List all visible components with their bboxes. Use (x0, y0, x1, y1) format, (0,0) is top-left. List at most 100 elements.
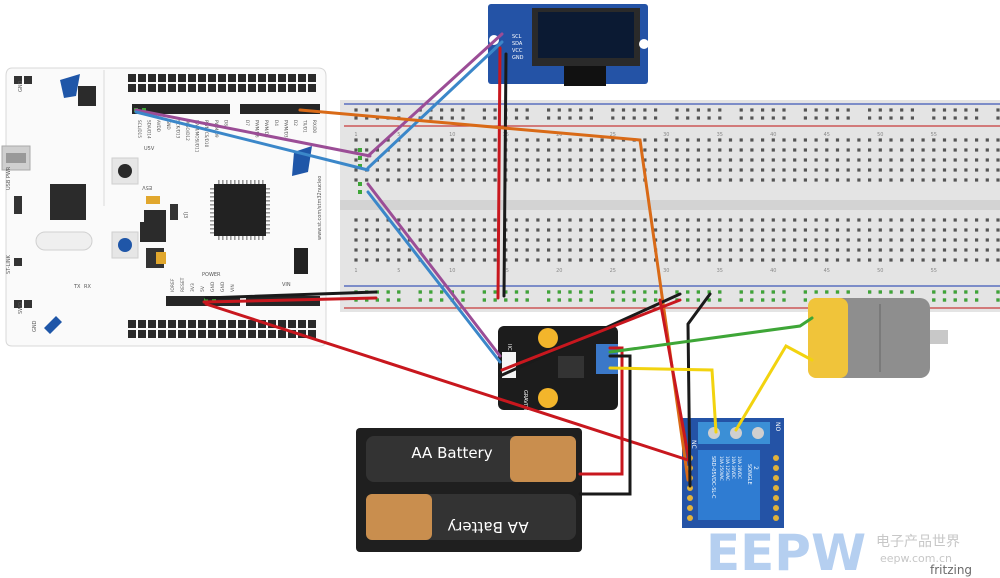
breadboard-hole[interactable] (375, 178, 379, 182)
breadboard-hole[interactable] (536, 248, 540, 252)
breadboard-hole[interactable] (985, 168, 989, 172)
breadboard-hole[interactable] (942, 148, 947, 152)
breadboard-hole[interactable] (472, 178, 476, 182)
rail-hole[interactable] (846, 116, 850, 120)
breadboard-hole[interactable] (472, 148, 476, 152)
breadboard-hole[interactable] (354, 218, 358, 222)
breadboard-hole[interactable] (771, 158, 775, 162)
breadboard-hole[interactable] (654, 138, 658, 142)
breadboard-hole[interactable] (932, 138, 936, 142)
breadboard-hole[interactable] (525, 228, 529, 232)
breadboard-hole[interactable] (536, 168, 540, 172)
breadboard-hole[interactable] (889, 228, 893, 232)
breadboard-hole[interactable] (964, 218, 968, 222)
breadboard-hole[interactable] (547, 168, 551, 172)
breadboard-hole[interactable] (814, 228, 818, 232)
rail-hole[interactable] (440, 108, 444, 112)
breadboard-hole[interactable] (846, 138, 850, 142)
breadboard-hole[interactable] (857, 138, 861, 142)
breadboard-hole[interactable] (750, 178, 754, 182)
rail-hole[interactable] (803, 108, 807, 112)
breadboard-hole[interactable] (985, 218, 989, 222)
rail-hole[interactable] (750, 108, 754, 112)
breadboard-hole[interactable] (386, 228, 390, 232)
rail-hole[interactable] (846, 108, 850, 112)
breadboard-hole[interactable] (536, 218, 540, 222)
breadboard-hole[interactable] (739, 138, 743, 142)
breadboard-hole[interactable] (728, 228, 733, 232)
rail-hole[interactable] (718, 108, 722, 112)
breadboard-hole[interactable] (696, 238, 700, 242)
breadboard-hole[interactable] (568, 218, 572, 222)
relay-pin[interactable] (687, 505, 693, 511)
breadboard-hole[interactable] (707, 138, 711, 142)
breadboard-hole[interactable] (825, 238, 829, 242)
breadboard-hole[interactable] (964, 228, 968, 232)
rail-hole[interactable] (975, 116, 979, 120)
breadboard-hole[interactable] (482, 258, 486, 262)
rail-hole[interactable] (825, 116, 829, 120)
breadboard-hole[interactable] (910, 258, 914, 262)
rail-hole[interactable] (750, 116, 754, 120)
breadboard-hole[interactable] (514, 248, 519, 252)
rail-hole[interactable] (547, 108, 551, 112)
breadboard-hole[interactable] (664, 178, 668, 182)
breadboard-hole[interactable] (835, 258, 840, 262)
breadboard-hole[interactable] (450, 178, 454, 182)
breadboard-hole[interactable] (889, 148, 893, 152)
rail-hole[interactable] (611, 116, 615, 120)
breadboard-hole[interactable] (953, 168, 957, 172)
breadboard-hole[interactable] (932, 248, 936, 252)
rail-hole[interactable] (814, 108, 818, 112)
breadboard-hole[interactable] (932, 178, 936, 182)
breadboard-hole[interactable] (686, 238, 690, 242)
breadboard-hole[interactable] (686, 248, 690, 252)
breadboard-hole[interactable] (686, 218, 690, 222)
breadboard-hole[interactable] (557, 138, 561, 142)
breadboard-hole[interactable] (750, 138, 754, 142)
rail-hole[interactable] (686, 116, 690, 120)
breadboard-hole[interactable] (536, 258, 540, 262)
rail-hole[interactable] (525, 108, 529, 112)
breadboard-hole[interactable] (482, 138, 486, 142)
breadboard-hole[interactable] (942, 138, 947, 142)
breadboard-hole[interactable] (825, 258, 829, 262)
breadboard-hole[interactable] (964, 138, 968, 142)
breadboard-hole[interactable] (461, 178, 465, 182)
breadboard-hole[interactable] (900, 258, 904, 262)
breadboard-hole[interactable] (814, 138, 818, 142)
breadboard-hole[interactable] (397, 258, 401, 262)
breadboard-hole[interactable] (750, 168, 754, 172)
breadboard-hole[interactable] (621, 158, 626, 162)
breadboard-hole[interactable] (589, 138, 593, 142)
rail-hole[interactable] (632, 108, 636, 112)
breadboard-hole[interactable] (621, 218, 626, 222)
breadboard-hole[interactable] (621, 168, 626, 172)
breadboard-hole[interactable] (429, 238, 433, 242)
breadboard-hole[interactable] (835, 138, 840, 142)
breadboard-hole[interactable] (857, 158, 861, 162)
breadboard-hole[interactable] (482, 168, 486, 172)
breadboard-hole[interactable] (440, 248, 444, 252)
breadboard-hole[interactable] (418, 218, 422, 222)
breadboard-hole[interactable] (846, 148, 850, 152)
breadboard-hole[interactable] (589, 218, 593, 222)
rail-hole[interactable] (611, 108, 615, 112)
breadboard-hole[interactable] (964, 158, 968, 162)
breadboard-hole[interactable] (921, 258, 925, 262)
breadboard-hole[interactable] (910, 248, 914, 252)
breadboard-hole[interactable] (654, 178, 658, 182)
breadboard-hole[interactable] (600, 218, 604, 222)
rail-hole[interactable] (932, 116, 936, 120)
rail-hole[interactable] (440, 116, 444, 120)
breadboard-hole[interactable] (889, 258, 893, 262)
relay-pin[interactable] (773, 475, 779, 481)
breadboard-hole[interactable] (857, 258, 861, 262)
breadboard-hole[interactable] (771, 218, 775, 222)
rail-hole[interactable] (868, 108, 872, 112)
relay-pin[interactable] (687, 515, 693, 521)
breadboard-hole[interactable] (921, 248, 925, 252)
breadboard-hole[interactable] (707, 248, 711, 252)
breadboard-hole[interactable] (739, 168, 743, 172)
breadboard-hole[interactable] (461, 238, 465, 242)
